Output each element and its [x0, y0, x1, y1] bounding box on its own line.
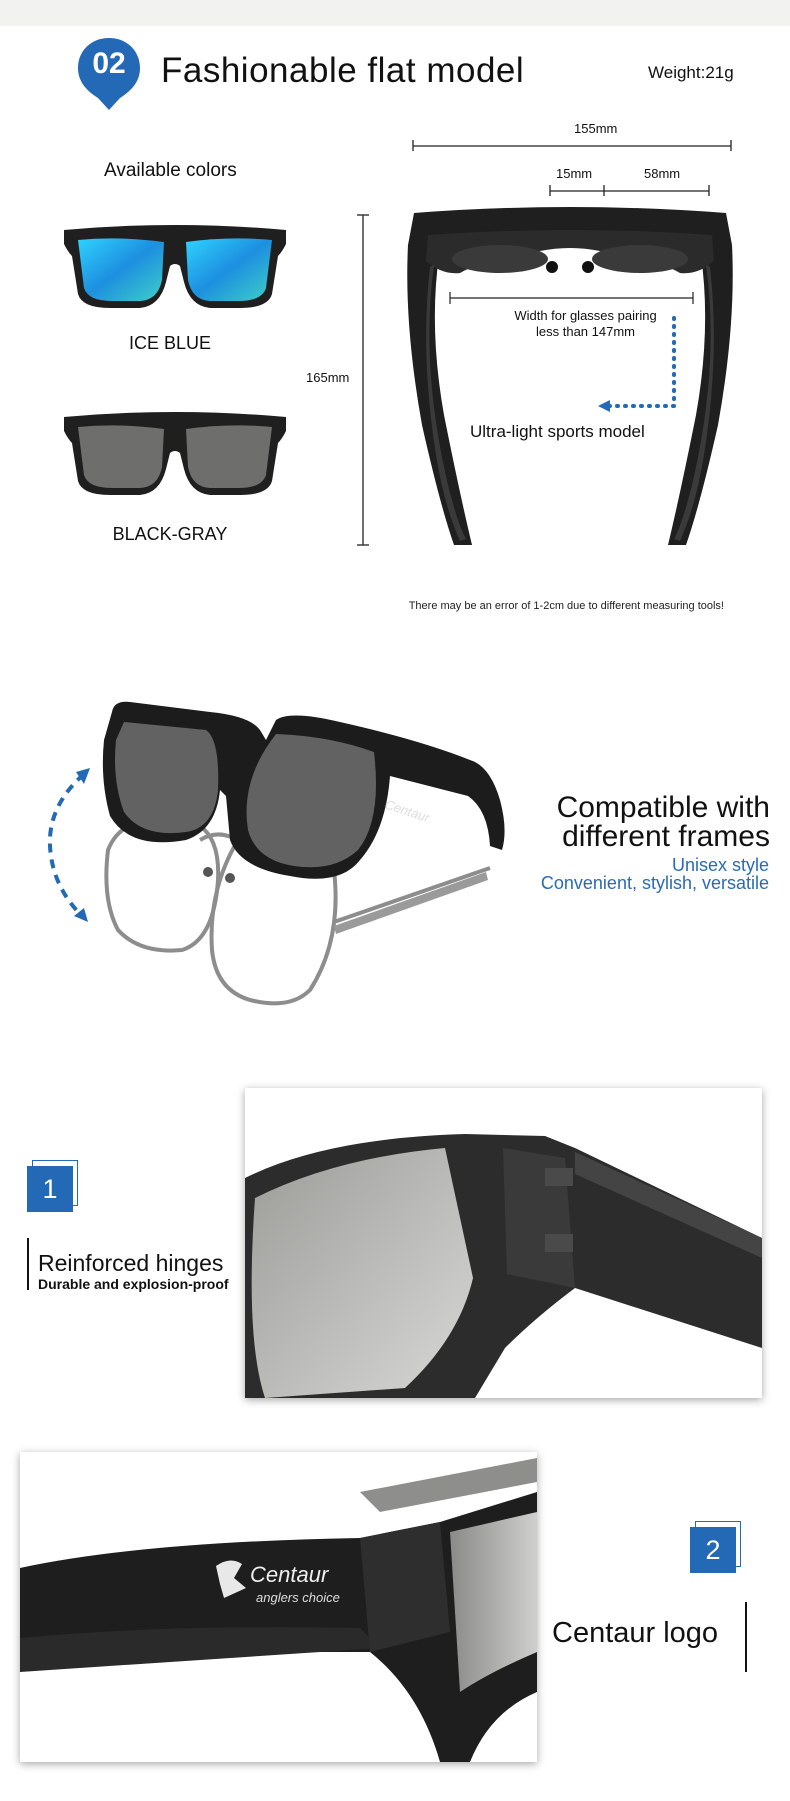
logo-closeup-photo: Centaur anglers choice [20, 1452, 537, 1762]
hinge-closeup-photo [245, 1088, 762, 1398]
top-strip [0, 0, 790, 26]
feature-1-title: Reinforced hinges [38, 1250, 224, 1276]
brand-name: Centaur [250, 1562, 330, 1587]
height-label: 165mm [306, 370, 350, 385]
feature-2-number-box: 2 [690, 1527, 736, 1573]
compat-title-line-1: Compatible with [556, 791, 770, 824]
feature-1-bar [27, 1238, 29, 1290]
compat-title-line-2: different frames [562, 820, 770, 853]
total-width-line [412, 140, 732, 151]
page-title: Fashionable flat model [161, 51, 525, 90]
bridge-lens-line [549, 185, 710, 196]
swap-arrow [47, 768, 90, 922]
compatibility-title: Compatible with different frames [556, 791, 770, 853]
number-badge [78, 38, 140, 110]
feature-1-number-box: 1 [27, 1166, 73, 1212]
feature-2-title: Centaur logo [552, 1617, 719, 1649]
brand-mark-small: Centaur [383, 797, 432, 826]
pairing-line-1: Width for glasses pairing [514, 308, 657, 323]
feature-2-bar [745, 1602, 747, 1672]
total-width-label: 155mm [574, 121, 618, 136]
measurement-note: There may be an error of 1-2cm due to di… [408, 600, 724, 612]
compat-sub-line-2: Convenient, stylish, versatile [540, 873, 769, 893]
feature-1-number: 1 [42, 1174, 58, 1204]
pairing-text: Width for glasses pairing less than 147m… [503, 308, 668, 340]
dotted-arrow [598, 316, 676, 412]
color-label-black-gray: BLACK-GRAY [112, 524, 228, 544]
fitover-over-glasses-image: Centaur [102, 701, 505, 1006]
height-line [357, 214, 369, 546]
compat-sub-line-1: Unisex style [671, 855, 769, 875]
top-view-sunglasses-image [407, 207, 733, 545]
feature-2-number: 2 [705, 1535, 721, 1565]
available-colors-heading: Available colors [104, 160, 237, 181]
brand-tagline: anglers choice [256, 1590, 340, 1605]
pairing-width-line [449, 292, 694, 304]
model-label: Ultra-light sports model [466, 422, 649, 442]
pairing-line-2: less than 147mm [536, 324, 635, 339]
ice-blue-sunglasses-image [64, 225, 286, 308]
badge-number: 02 [92, 47, 126, 80]
compatibility-subtitle: Unisex style Convenient, stylish, versat… [541, 856, 769, 892]
color-label-ice-blue: ICE BLUE [128, 333, 212, 353]
black-gray-sunglasses-image [64, 412, 286, 495]
weight-label: Weight:21g [648, 63, 734, 82]
bridge-width-label: 15mm [556, 166, 593, 181]
feature-1-subtitle: Durable and explosion-proof [38, 1276, 229, 1292]
lens-width-label: 58mm [644, 166, 681, 181]
